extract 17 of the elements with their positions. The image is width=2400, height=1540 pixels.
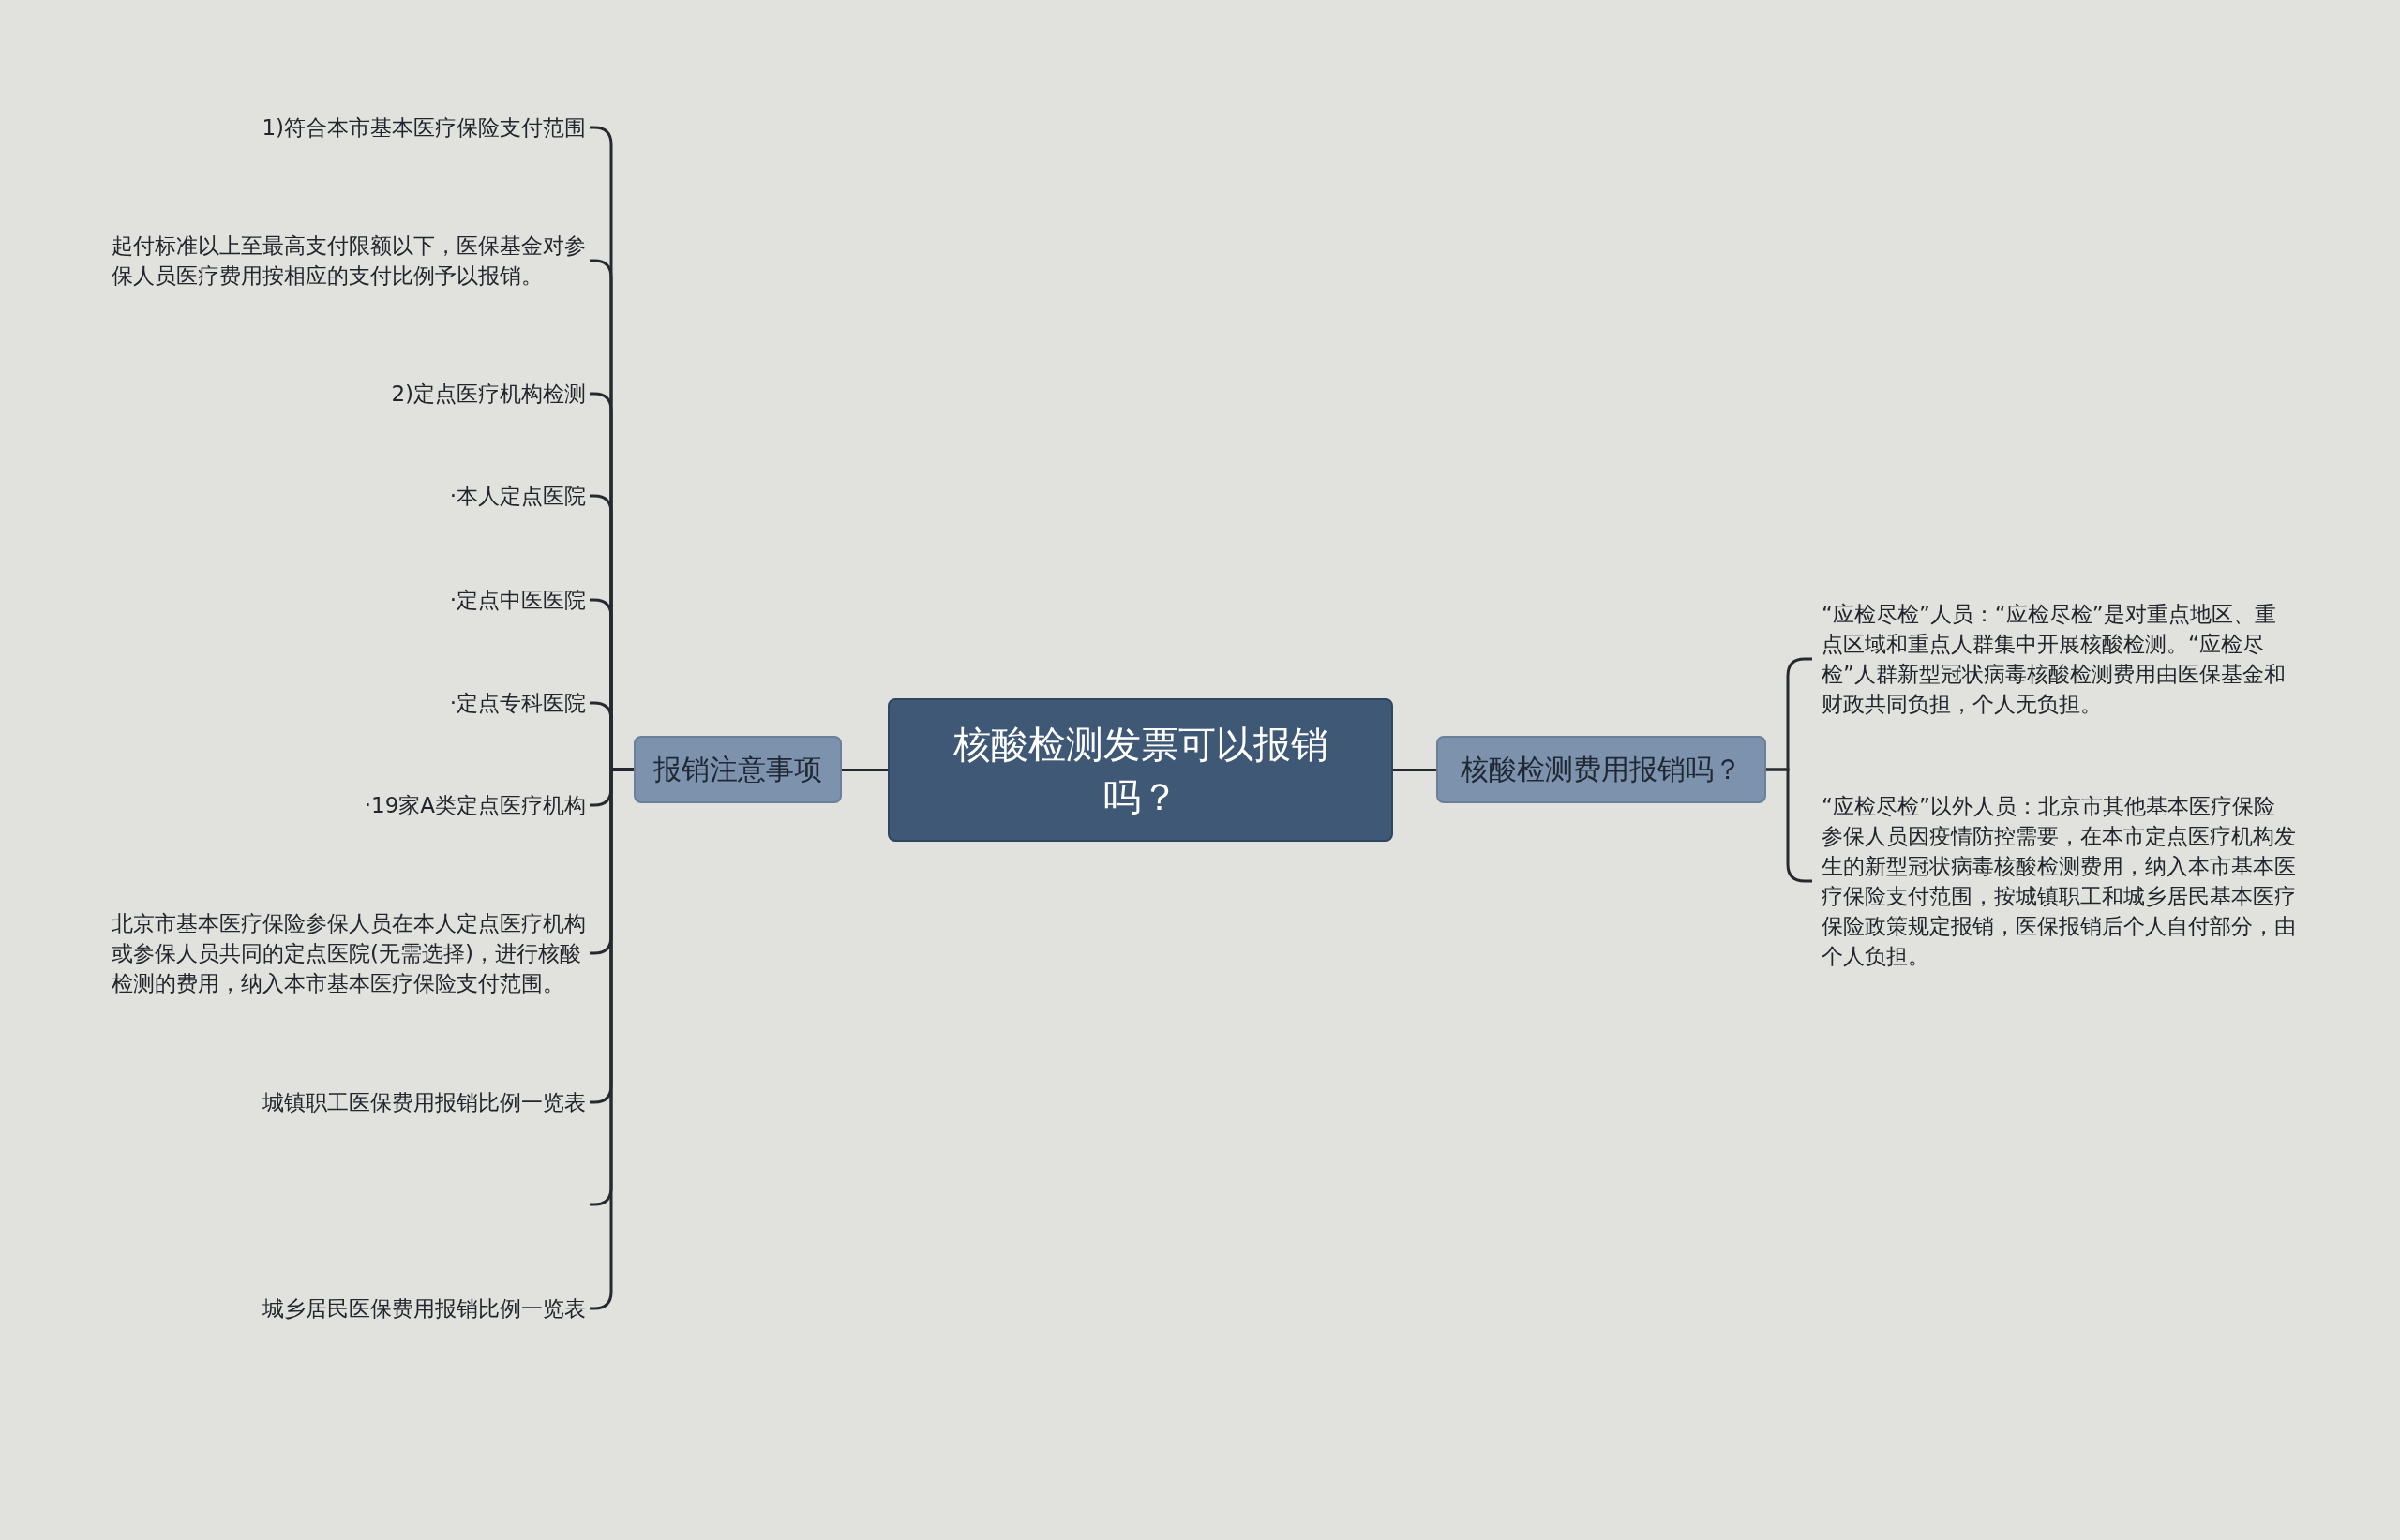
subtopic-text: ·19家A类定点医疗机构 [364, 790, 586, 820]
subtopic-text: 起付标准以上至最高支付限额以下，医保基金对参保人员医疗费用按相应的支付比例予以报销。 [112, 231, 586, 291]
subtopic-text: ·定点中医医院 [449, 585, 586, 615]
subtopic-text: 城乡居民医保费用报销比例一览表 [262, 1293, 586, 1323]
subtopic-text: 1)符合本市基本医疗保险支付范围 [262, 112, 586, 142]
topic-box: 核酸检测费用报销吗？ [1436, 736, 1766, 803]
subtopic-text: 城镇职工医保费用报销比例一览表 [262, 1087, 586, 1117]
subtopic-text: 北京市基本医疗保险参保人员在本人定点医疗机构或参保人员共同的定点医院(无需选择)，进行核酸检测的费用，纳入本市基本医疗保险支付范围。 [112, 908, 586, 998]
subtopic-text: 2)定点医疗机构检测 [391, 379, 586, 409]
topic-box: 报销注意事项 [634, 736, 842, 803]
connector-line [1393, 769, 1436, 771]
central-topic-box: 核酸检测发票可以报销吗？ [888, 698, 1393, 842]
subtopic-text: “应检尽检”以外人员：北京市其他基本医疗保险参保人员因疫情防控需要，在本市定点医疗机构发生的新型冠状病毒核酸检测费用，纳入本市基本医疗保险支付范围，按城镇职工和城乡居民基本医疗保险政策规定报销，医保报销后个人自付部分，由个人负担。 [1822, 791, 2296, 971]
subtopic-text: ·本人定点医院 [449, 481, 586, 511]
subtopic-text: “应检尽检”人员：“应检尽检”是对重点地区、重点区域和重点人群集中开展核酸检测。“应检尽检”人群新型冠状病毒核酸检测费用由医保基金和财政共同负担，个人无负担。 [1822, 599, 2296, 719]
subtopic-text: ·定点专科医院 [449, 688, 586, 718]
connector-line [842, 769, 888, 771]
